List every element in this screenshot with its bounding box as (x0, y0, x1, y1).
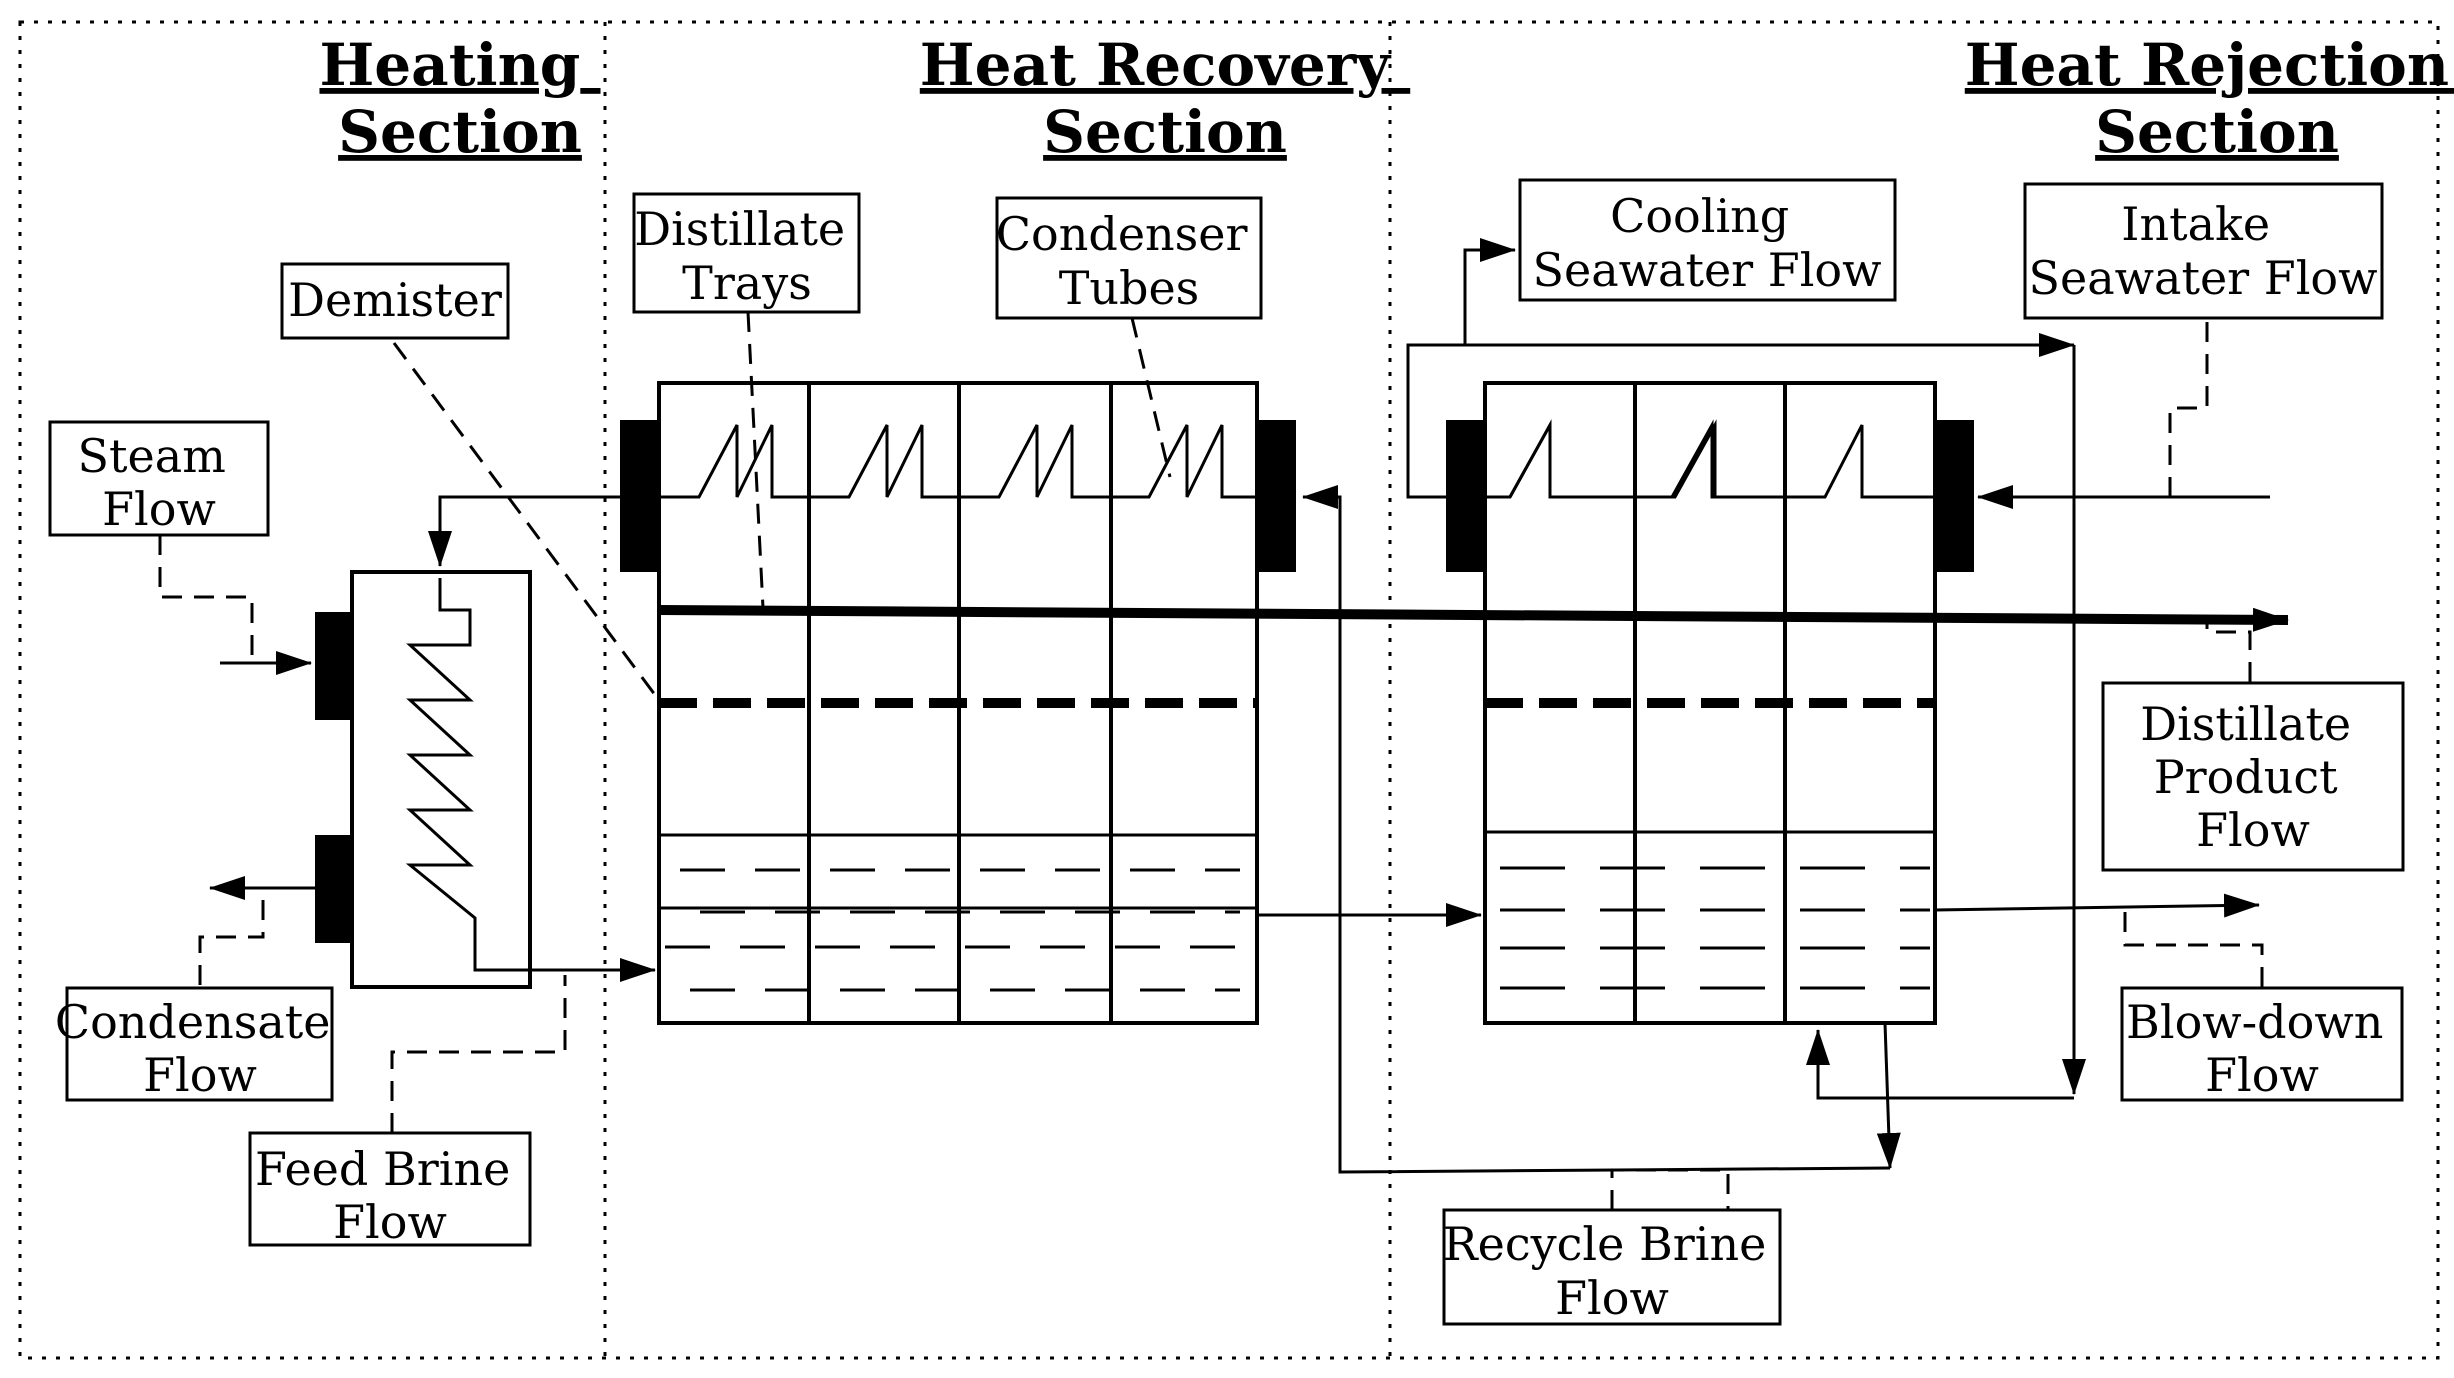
svg-text:Steam Flow: Steam Flow (78, 429, 241, 536)
heating-section-title: Heating Section (319, 31, 600, 166)
cooling-seawater-branch (1463, 238, 1516, 345)
svg-text:Distillate Product: Distillate Product Flow (2140, 697, 2366, 857)
distillate-product-line (658, 605, 2289, 632)
cooling-seawater-flow-label: Cooling Seawater Flow (1518, 178, 1897, 302)
heat-recovery-stages (600, 381, 1296, 1025)
heat-rejection-section-title: Heat Rejection Section (1965, 31, 2454, 166)
label-leaders (158, 311, 2264, 1210)
rejection-brine-level (1500, 866, 1930, 990)
makeup-to-rejection-line (1806, 1029, 2074, 1100)
heater-tube-coil (405, 578, 656, 982)
intake-seawater-flow-label: Intake Seawater Flow (2023, 182, 2384, 320)
rejection-brine-out-line (1934, 893, 2260, 918)
svg-text:Condenser Tubes: Condenser Tubes (996, 207, 1262, 315)
svg-text:Cooling Seawater Flow: Cooling Seawater Flow (1533, 189, 1882, 297)
svg-text:Feed Brine Flow: Feed Brine Flow (255, 1142, 525, 1249)
recovery-coolant-out-line (428, 495, 620, 567)
condensate-flow-label: Condensate Flow (55, 986, 345, 1102)
seawater-loop-line (1406, 333, 2075, 499)
svg-text:Recycle Brine Flow: Recycle Brine Flow (1443, 1217, 1781, 1325)
heat-rejection-stages (1446, 381, 1974, 1025)
recovery-condenser-tube (600, 424, 1257, 499)
rejection-condenser-tube (1485, 419, 1935, 499)
svg-text:Distillate Trays: Distillate Trays (634, 202, 860, 310)
recycle-brine-out-line (1876, 1022, 1901, 1169)
distillate-trays-label: Distillate Trays (632, 192, 861, 314)
svg-text:Intake Seawater Flow: Intake Seawater Flow (2029, 197, 2378, 305)
brine-heater (315, 570, 656, 989)
flow-lines (209, 238, 2289, 1174)
feed-brine-flow-label: Feed Brine Flow (248, 1131, 532, 1249)
svg-text:Demister: Demister (288, 273, 502, 327)
condenser-tubes-label: Condenser Tubes (995, 196, 1263, 320)
recovery-brine-level (665, 868, 1240, 992)
blow-down-flow-label: Blow-down Flow (2120, 986, 2404, 1102)
heat-recovery-section-title: Heat Recovery Section (920, 31, 1410, 166)
demister-label: Demister (280, 262, 510, 340)
svg-text:Blow-down Flow: Blow-down Flow (2126, 995, 2398, 1102)
distillate-product-flow-label: Distillate Product Flow (2101, 681, 2405, 872)
steam-flow-label: Steam Flow (48, 420, 270, 537)
svg-text:Condensate Flow: Condensate Flow (55, 995, 345, 1102)
recycle-brine-flow-label: Recycle Brine Flow (1442, 1208, 1782, 1326)
